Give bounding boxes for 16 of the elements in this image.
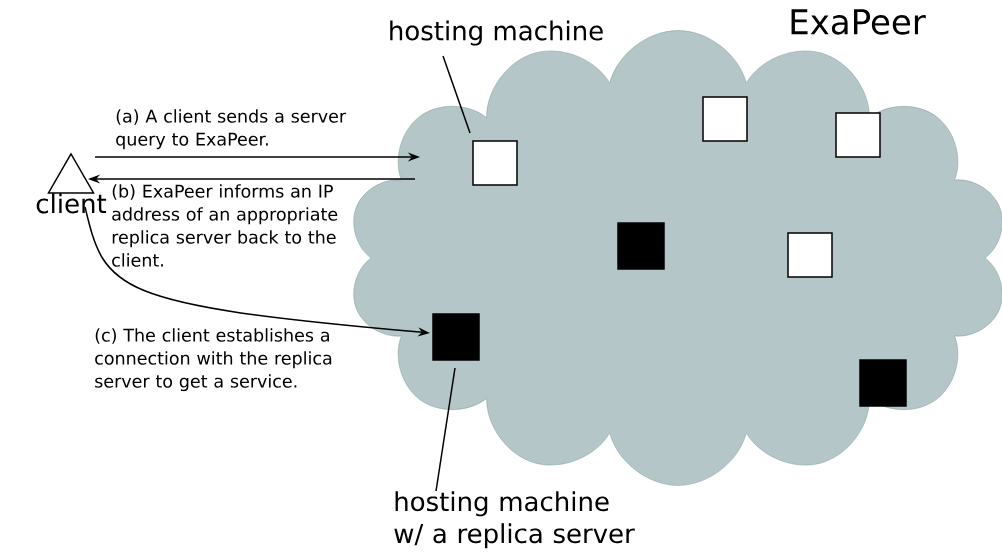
node-label: hosting machine w/ a replica server: [394, 491, 635, 549]
machine-square: [835, 112, 881, 158]
node-label: hosting machine: [390, 20, 603, 46]
edge-label: (c) The client establishes a connection with the replica server to get a service.: [95, 328, 332, 392]
node-label: client: [36, 193, 107, 214]
replica-square: [432, 313, 480, 361]
machine-square: [787, 232, 833, 278]
leader-line: [435, 367, 456, 492]
machine-square: [472, 140, 518, 186]
edge-label: (a) A client sends a server query to ExaPeer.: [116, 109, 347, 150]
edge-label: (b) ExaPeer informs an IP address of an appropriate replica server back to the client.: [112, 184, 338, 267]
replica-square: [617, 222, 665, 270]
node-label: ExaPeer: [791, 9, 926, 35]
leader-line: [442, 55, 471, 134]
replica-square: [859, 359, 907, 407]
machine-square: [702, 96, 748, 142]
